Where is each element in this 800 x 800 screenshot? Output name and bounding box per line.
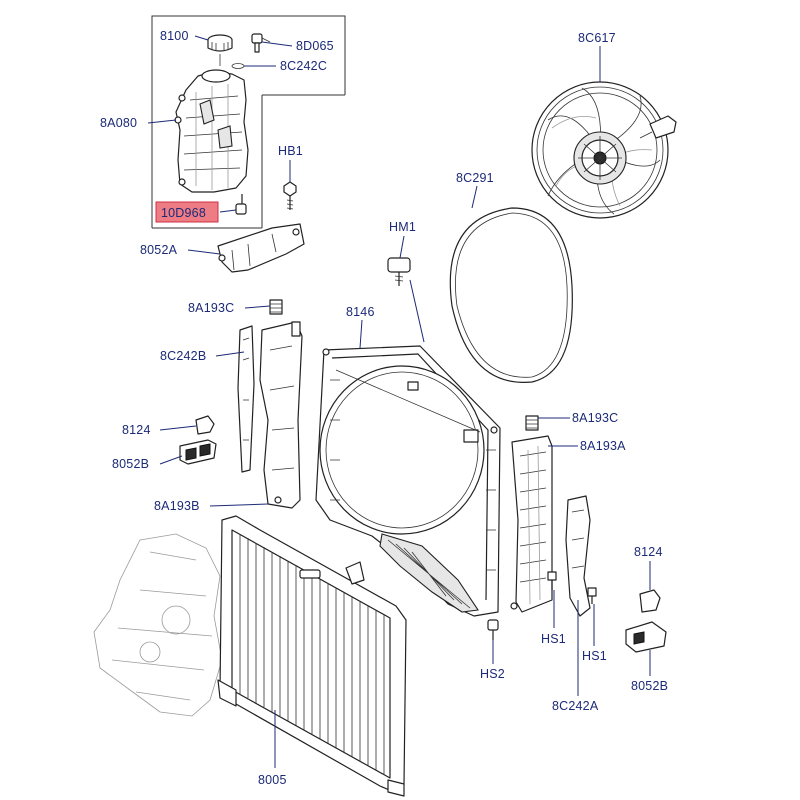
expansion-tank — [174, 69, 249, 193]
label-hs2: HS2 — [480, 667, 505, 681]
label-hs1-a: HS1 — [541, 632, 566, 646]
o-ring — [231, 63, 245, 69]
label-8124-left: 8124 — [122, 423, 151, 437]
spring-clip-8a193c-left — [269, 299, 283, 315]
side-seal-8c242b — [237, 325, 255, 473]
highlight-box-10d968 — [155, 201, 219, 223]
label-8005: 8005 — [258, 773, 287, 787]
reservoir-cap — [207, 34, 233, 66]
label-8052a: 8052A — [140, 243, 178, 257]
spring-clip-8a193c-right — [525, 415, 539, 431]
label-8052b-left: 8052B — [112, 457, 149, 471]
label-8c291: 8C291 — [456, 171, 494, 185]
fastener-hs2 — [487, 619, 499, 640]
bracket-8052b-right — [625, 621, 667, 653]
label-hb1: HB1 — [278, 144, 303, 158]
label-8052b-right: 8052B — [631, 679, 668, 693]
expansion-tank-group — [151, 15, 346, 229]
radiator — [217, 515, 407, 797]
level-sensor — [251, 33, 271, 53]
label-10d968: 10D968 — [161, 206, 206, 220]
label-8a193b: 8A193B — [154, 499, 200, 513]
clip-8124-left — [195, 415, 215, 435]
label-8c242c: 8C242C — [280, 59, 327, 73]
label-8d065: 8D065 — [296, 39, 334, 53]
label-8100: 8100 — [160, 29, 189, 43]
label-8c242a: 8C242A — [552, 699, 599, 713]
label-8c617: 8C617 — [578, 31, 616, 45]
label-8a193c-left: 8A193C — [188, 301, 234, 315]
label-8a193c-right: 8A193C — [572, 411, 618, 425]
label-8146: 8146 — [346, 305, 375, 319]
fastener-hm1 — [387, 257, 411, 286]
bracket-8052b-left — [179, 439, 217, 465]
tank-bolt — [235, 194, 247, 215]
label-8a193a: 8A193A — [580, 439, 626, 453]
bolt-hb1 — [283, 181, 297, 210]
side-seal-8c242a — [565, 495, 591, 617]
fastener-hs1-b — [587, 587, 597, 604]
label-8c242b: 8C242B — [160, 349, 206, 363]
cooling-fan — [531, 81, 677, 219]
label-hs1-b: HS1 — [582, 649, 607, 663]
fan-shroud — [315, 345, 501, 617]
shroud-seal — [449, 207, 573, 383]
fastener-hs1-a — [547, 571, 557, 590]
group-frame — [151, 15, 346, 93]
leader-lines — [147, 35, 651, 768]
bracket-8052a — [217, 223, 305, 273]
label-8a080: 8A080 — [100, 116, 137, 130]
label-hm1: HM1 — [389, 220, 416, 234]
callout-labels: 8100 8D065 8C242C 8A080 10D968 HB1 8052A… — [100, 29, 668, 787]
side-baffle-8a193b — [259, 321, 303, 509]
engine-block-outline — [93, 533, 223, 717]
clip-8124-right — [639, 589, 661, 613]
label-8124-right: 8124 — [634, 545, 663, 559]
side-deflector-8a193a — [510, 435, 553, 613]
